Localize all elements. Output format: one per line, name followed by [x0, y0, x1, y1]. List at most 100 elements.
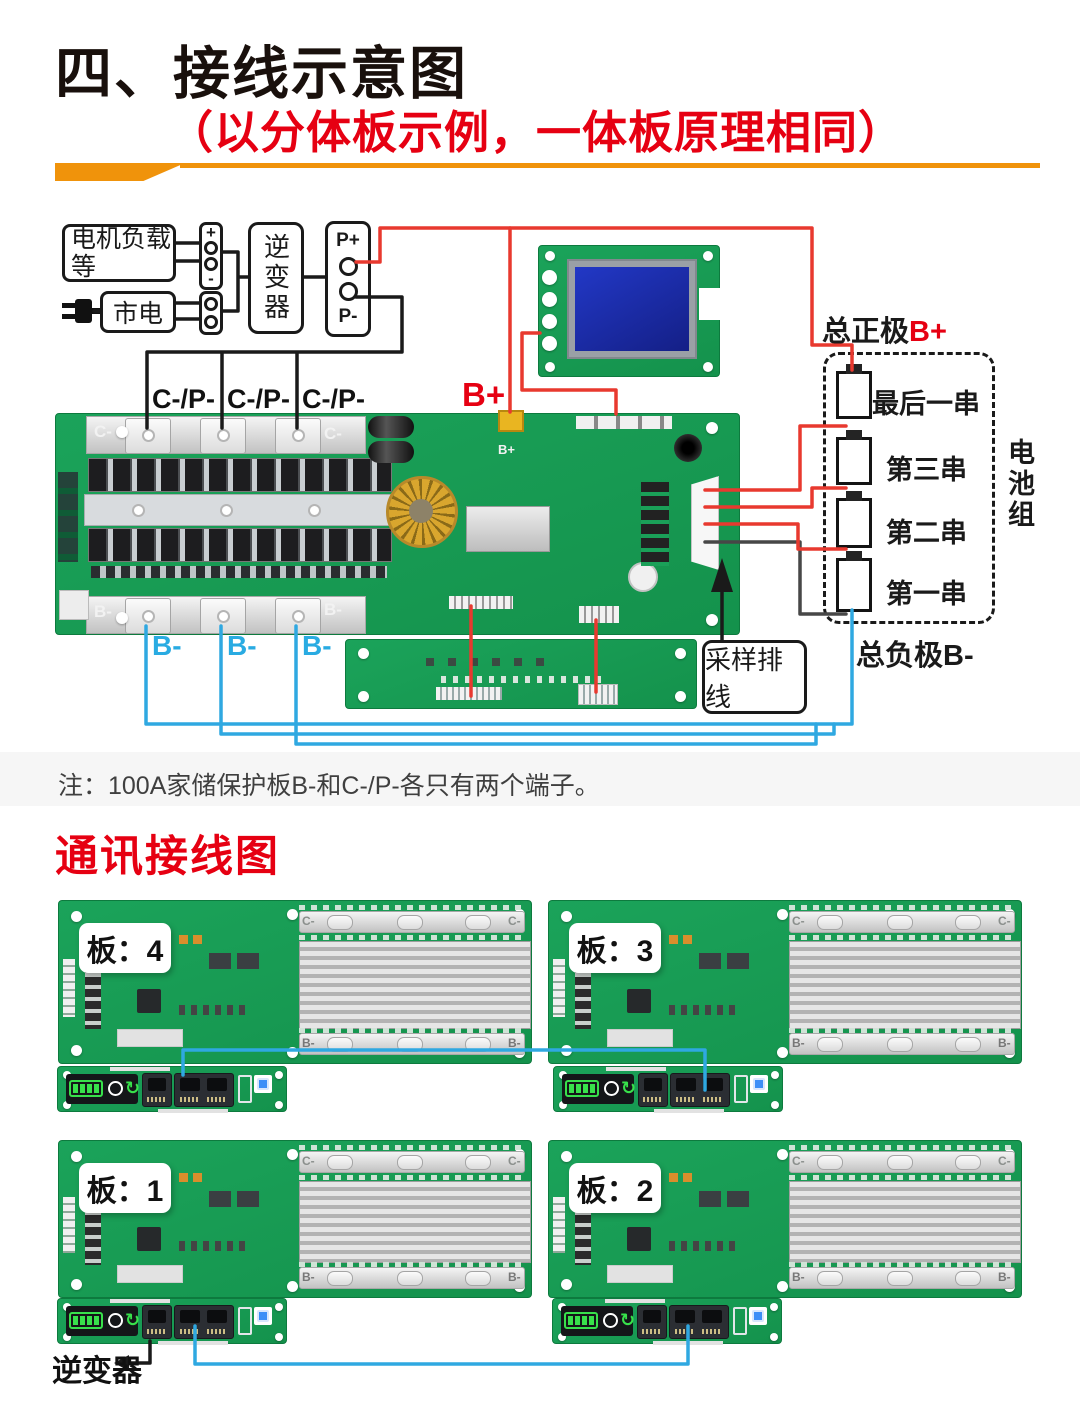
note-strip: [0, 752, 1080, 806]
display-module-board: [538, 245, 723, 377]
capacitor: [368, 416, 414, 438]
b-minus-label-3: B-: [302, 630, 332, 661]
sampling-cable-label: 采样排线: [705, 645, 784, 712]
silk-c: C-: [998, 914, 1011, 928]
rj45-port-double[interactable]: [669, 1305, 729, 1339]
silk-c: C-: [508, 914, 521, 928]
reset-button[interactable]: [753, 1078, 765, 1090]
board-number-badge: 板：4: [79, 923, 171, 973]
terminal-block-1: + -: [199, 222, 223, 290]
silk-c: C-: [792, 914, 805, 928]
terminal-hole: [204, 257, 218, 272]
battery-pack-label: 电池组: [1004, 438, 1034, 531]
silk-c: C-: [792, 1154, 805, 1168]
board-number-badge: 板：3: [569, 923, 661, 973]
mains-label: 市电: [112, 300, 163, 328]
center-busbar: [84, 494, 396, 526]
silk-row: [441, 676, 601, 683]
terminal-hole: [204, 297, 218, 312]
p-plus-label: P+: [336, 229, 360, 251]
edge-connector: [58, 472, 78, 562]
accent-bar-thin: [180, 163, 1040, 168]
refresh-icon: ↻: [620, 1310, 636, 1330]
mains-box: 市电: [100, 291, 176, 333]
motor-load-label: 电机负载等: [71, 225, 172, 281]
rj45-port-double[interactable]: [174, 1305, 234, 1339]
refresh-icon: ↻: [125, 1310, 141, 1330]
jumper-slot: [238, 1075, 252, 1103]
board-notch: [699, 288, 723, 320]
mosfet-row-top: [88, 458, 392, 492]
rj45-port-single[interactable]: [142, 1073, 172, 1107]
p-plus-hole: [338, 257, 358, 277]
silk-b: B-: [302, 1270, 315, 1284]
reset-button[interactable]: [257, 1310, 269, 1322]
power-icon: [108, 1081, 123, 1096]
reset-button[interactable]: [752, 1310, 764, 1322]
mosfet-row-bottom: [88, 528, 392, 562]
battery-level-icon: [564, 1312, 598, 1329]
b-minus-label-2: B-: [227, 630, 257, 661]
silk-b-right: B-: [324, 600, 342, 619]
board-label: 板：4: [86, 935, 164, 968]
io-board-1: ↻: [57, 1298, 287, 1345]
power-icon: [604, 1081, 619, 1096]
jumper-slot: [238, 1307, 252, 1335]
terminal-hole: [204, 240, 218, 255]
protection-board-1: C- C- B- B- 板：1: [58, 1140, 532, 1298]
p-terminal-box: P+ P-: [325, 221, 371, 337]
power-icon: [603, 1313, 618, 1328]
battery-cell-1: [836, 551, 872, 612]
refresh-icon: ↻: [621, 1078, 637, 1098]
jumper-slot: [733, 1307, 747, 1335]
battery-label-last: 最后一串: [872, 389, 980, 419]
silk-c: C-: [998, 1154, 1011, 1168]
plus-sign: +: [206, 222, 216, 242]
total-positive-label: 总正极B+: [822, 308, 947, 350]
silk-b: B-: [792, 1036, 805, 1050]
b-plus-wire-label: B+: [462, 376, 506, 413]
bottom-connector-small: [579, 606, 619, 623]
protection-board-3: C- C- B- B- 板：3: [548, 900, 1022, 1064]
silk-b: B-: [302, 1036, 315, 1050]
coin-cell: [628, 562, 658, 592]
board-label: 板：3: [576, 935, 654, 968]
inverter-box: 逆变器: [248, 222, 304, 334]
accent-bar-thick: [55, 163, 185, 181]
rj45-port-single[interactable]: [142, 1305, 172, 1339]
silk-b: B-: [998, 1270, 1011, 1284]
corner-pad: [59, 590, 89, 620]
status-module: ↻: [66, 1074, 140, 1104]
motor-load-box: 电机负载等: [62, 224, 176, 282]
bms-main-board: C- C- B- B- B+: [55, 410, 740, 635]
rj45-port-double[interactable]: [670, 1073, 730, 1107]
sampling-connector-2: [578, 684, 618, 705]
reset-button[interactable]: [257, 1078, 269, 1090]
page-title: 四、接线示意图: [55, 42, 468, 106]
battery-cell-2: [836, 491, 872, 548]
protection-board-2: C- C- B- B- 板：2: [548, 1140, 1022, 1298]
silk-c-right: C-: [324, 424, 342, 443]
rj45-port-single[interactable]: [638, 1073, 668, 1107]
board-label: 板：1: [86, 1175, 164, 1208]
battery-label-first: 第一串: [886, 579, 967, 609]
relay-module: [466, 506, 550, 552]
battery-cell-4: [836, 364, 872, 419]
cp-terminal-label-3: C-/P-: [302, 384, 365, 414]
bottom-connector-long: [449, 596, 513, 609]
battery-level-icon: [69, 1080, 103, 1097]
battery-label-second: 第二串: [886, 518, 967, 548]
rj45-port-double[interactable]: [174, 1073, 234, 1107]
resistor-row: [91, 566, 387, 578]
silk-b: B-: [508, 1036, 521, 1050]
silk-c: C-: [302, 914, 315, 928]
silk-b: B-: [508, 1270, 521, 1284]
rj45-port-single[interactable]: [637, 1305, 667, 1339]
status-module: ↻: [66, 1306, 141, 1336]
capacitor: [368, 441, 414, 463]
board-label: 板：2: [576, 1175, 654, 1208]
silk-b: B-: [998, 1036, 1011, 1050]
terminal-hole: [204, 314, 218, 329]
p-minus-label: P-: [338, 306, 358, 328]
